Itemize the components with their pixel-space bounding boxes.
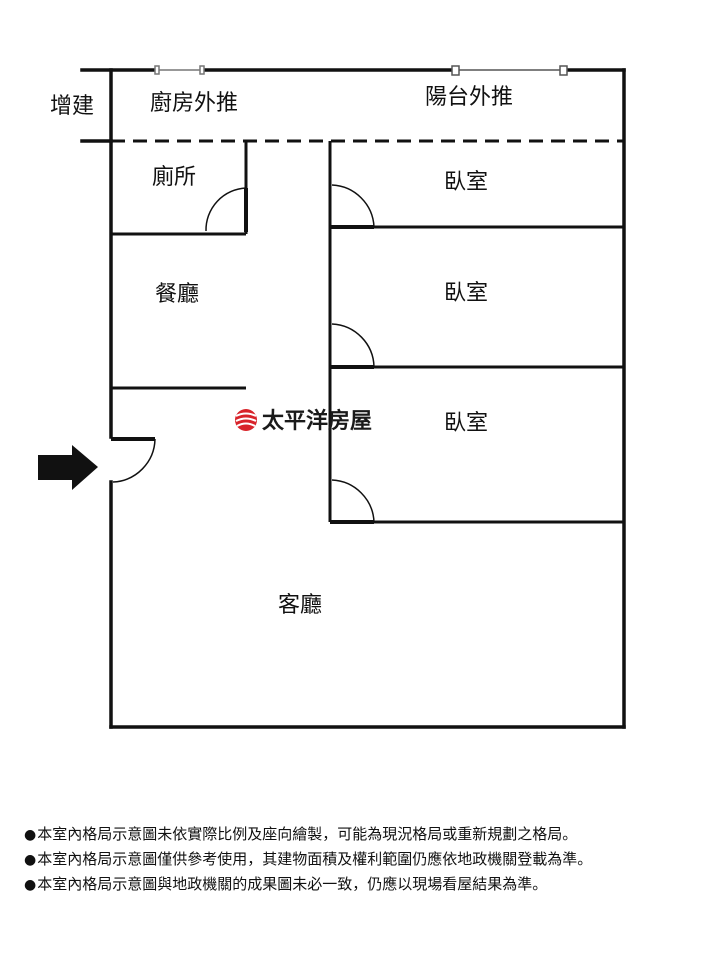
disclaimer-text: 本室內格局示意圖與地政機關的成果圖未必一致，仍應以現場看屋結果為準。 (37, 875, 548, 893)
kitchen-extension-label: 廚房外推 (150, 91, 238, 116)
extension-label: 增建 (50, 94, 94, 119)
dining-label: 餐廳 (155, 282, 199, 307)
disclaimer-line: ●本室內格局示意圖與地政機關的成果圖未必一致，仍應以現場看屋結果為準。 (24, 872, 720, 897)
kitchen-window (154, 65, 205, 75)
entrance-arrow-icon (38, 445, 98, 490)
walls (80, 68, 626, 729)
brand-logo-icon (235, 409, 257, 431)
entrance-door-arc (112, 438, 156, 483)
bedroom2-door-arc (331, 323, 375, 368)
bedroom-label-2: 臥室 (444, 281, 488, 306)
interior-walls (111, 141, 624, 524)
toilet-door-arc (205, 187, 247, 232)
bullet-icon: ● (24, 852, 37, 868)
balcony-extension-label: 陽台外推 (425, 85, 513, 110)
bullet-icon: ● (24, 877, 37, 893)
bedroom-label-3: 臥室 (444, 411, 488, 436)
disclaimer-text: 本室內格局示意圖未依實際比例及座向繪製，可能為現況格局或重新規劃之格局。 (37, 825, 578, 843)
balcony-window (451, 65, 568, 76)
brand-name: 太平洋房屋 (262, 408, 372, 434)
disclaimer-text: 本室內格局示意圖僅供參考使用，其建物面積及權利範圍仍應依地政機關登載為準。 (37, 850, 593, 868)
bedroom1-door-arc (331, 184, 375, 228)
disclaimer-line: ●本室內格局示意圖未依實際比例及座向繪製，可能為現況格局或重新規劃之格局。 (24, 822, 720, 847)
doors (111, 184, 375, 524)
living-room-label: 客廳 (278, 593, 322, 618)
bedroom3-door-arc (331, 479, 375, 523)
brand-watermark: 太平洋房屋 (235, 408, 372, 434)
bullet-icon: ● (24, 827, 37, 843)
bedroom-label-1: 臥室 (444, 170, 488, 195)
disclaimer-notes: ●本室內格局示意圖未依實際比例及座向繪製，可能為現況格局或重新規劃之格局。 ●本… (24, 822, 720, 897)
disclaimer-line: ●本室內格局示意圖僅供參考使用，其建物面積及權利範圍仍應依地政機關登載為準。 (24, 847, 720, 872)
toilet-label: 廁所 (152, 165, 196, 190)
